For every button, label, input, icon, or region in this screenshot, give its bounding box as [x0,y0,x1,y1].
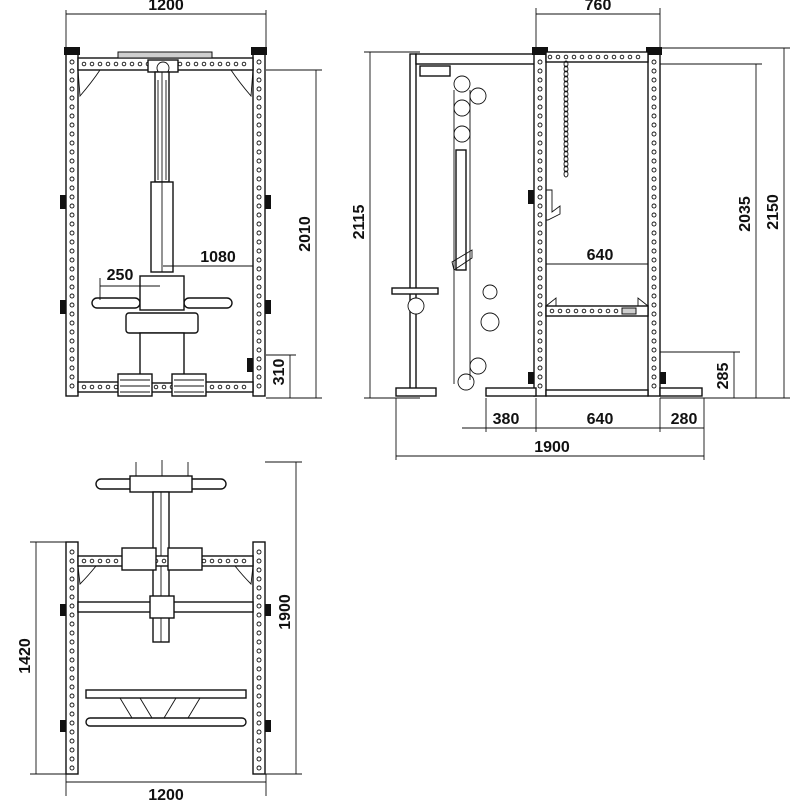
dim-front-low-height: 310 [271,359,288,386]
dim-side-front-ext: 380 [493,411,520,428]
dim-side-inner-depth-upper: 640 [587,247,614,264]
dim-side-inner-depth-base: 640 [587,411,614,428]
dim-side-upright-height: 2035 [737,196,754,232]
front-top-dimension: 1200 [65,0,267,48]
side-view: 760 2115 [351,0,790,460]
dim-top-width-bottom: 1200 [148,787,184,800]
dim-side-rear-ext: 280 [671,411,698,428]
dim-top-depth: 1900 [277,594,294,630]
dim-side-height-2150: 2150 [765,194,782,230]
dim-side-low-height: 285 [715,363,732,390]
dim-front-height: 2010 [297,216,314,252]
dim-front-handle-offset: 250 [107,267,134,284]
front-view: 1200 [60,0,322,399]
dim-front-inner-width: 1080 [200,249,236,266]
dim-top-height: 1420 [17,638,34,674]
dim-front-width-top: 1200 [148,0,184,14]
dim-side-total-height: 2115 [351,205,368,240]
dim-side-total-depth: 1900 [534,439,570,456]
front-right-holes [256,59,262,389]
dim-side-top-depth: 760 [585,0,612,14]
front-left-holes [69,59,75,389]
top-view: 1900 1420 1200 [17,460,302,800]
